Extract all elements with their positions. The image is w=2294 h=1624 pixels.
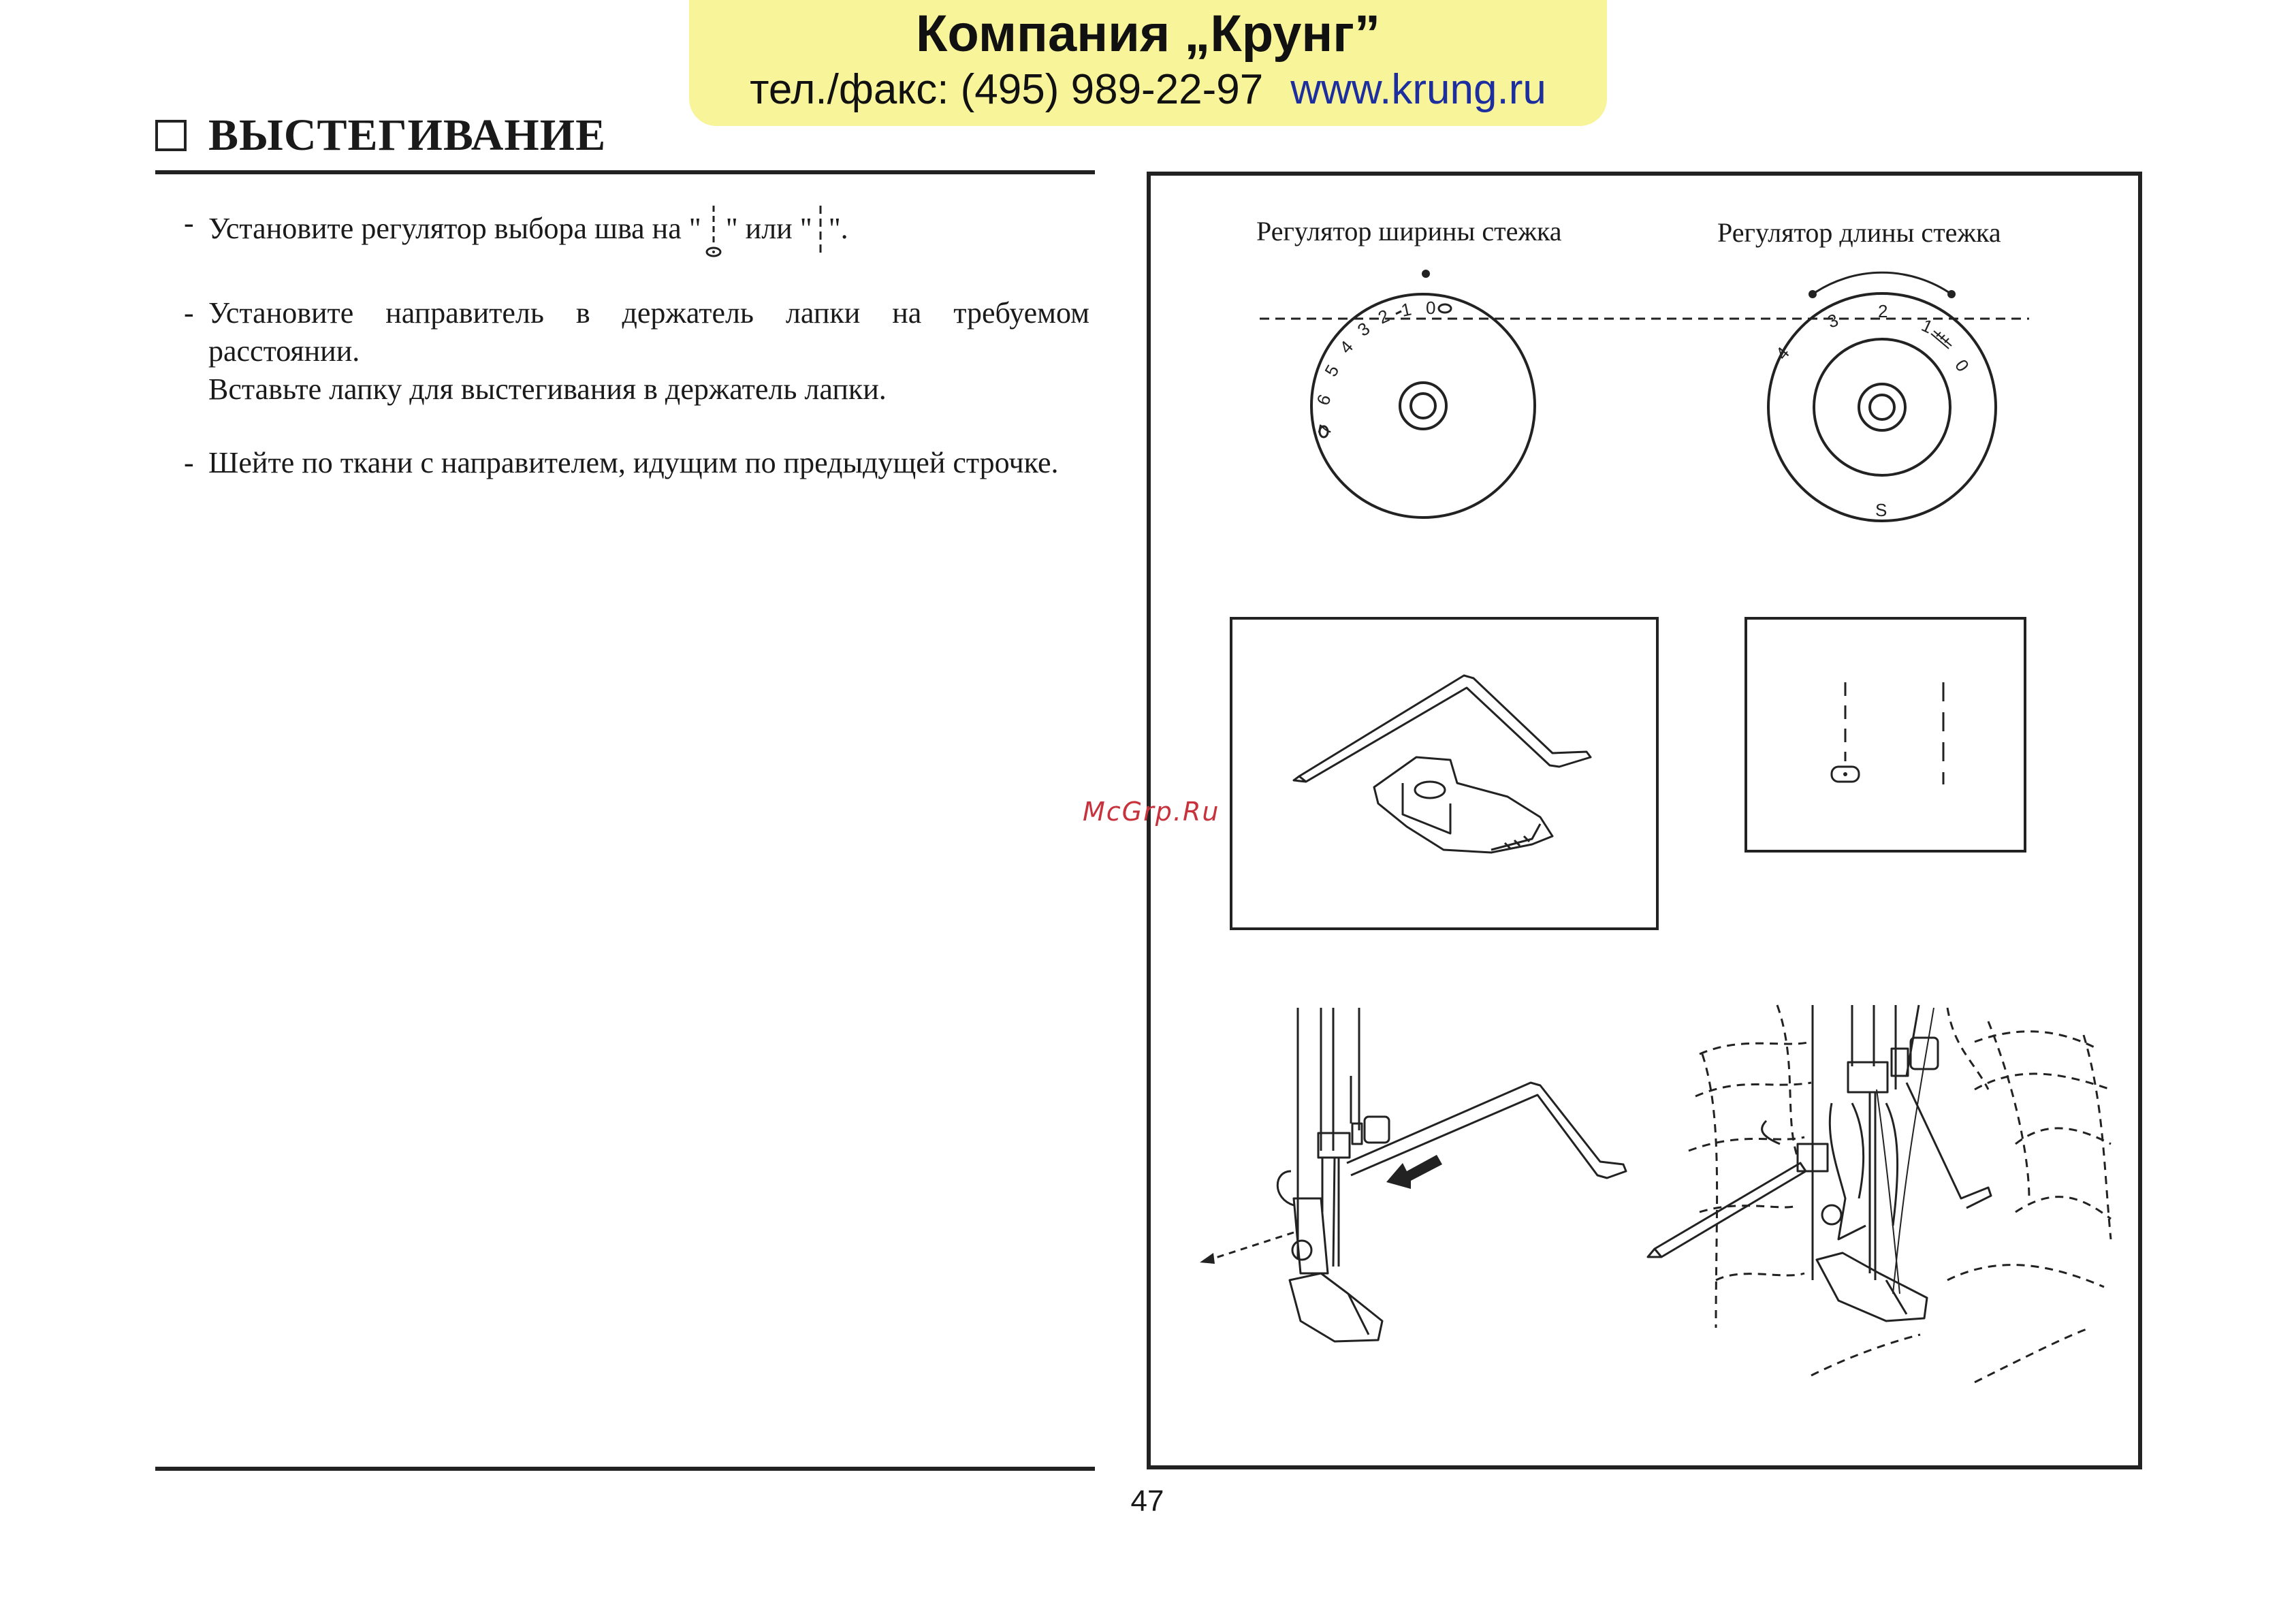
step-1-text-before: Установите регулятор выбора шва на " bbox=[208, 212, 701, 246]
figure-frame bbox=[1147, 172, 2142, 1469]
length-dial-bottom-mark: S bbox=[1875, 500, 1887, 520]
arrowhead-icon bbox=[1200, 1253, 1215, 1264]
bottom-rule bbox=[155, 1467, 1095, 1471]
accessories-box bbox=[1230, 617, 1659, 930]
dashed-sewing-direction-line bbox=[1205, 1231, 1294, 1262]
instructions: - Установите регулятор выбора шва на " "… bbox=[184, 204, 1089, 518]
quilting-foot-illustration bbox=[1646, 1004, 1992, 1322]
stitch-pattern-symbols bbox=[1830, 682, 1945, 784]
dial-indicator-dot bbox=[1422, 270, 1430, 278]
presser-foot-with-guide-illustration bbox=[1276, 1008, 1627, 1343]
stitch-with-bartack-icon bbox=[705, 206, 722, 257]
step-dash: - bbox=[184, 446, 194, 479]
stitch-length-dial: 4 3 2 1 0 S bbox=[1767, 271, 1997, 522]
width-dial-number: 0 bbox=[1426, 298, 1435, 318]
company-contacts: тел./факс: (495) 989-22-97 www.krung.ru bbox=[689, 65, 1607, 114]
section-title: ВЫСТЕГИВАНИЕ bbox=[208, 110, 607, 160]
step-1-text-after: ". bbox=[828, 212, 848, 246]
company-name: Компания „Крунг” bbox=[916, 5, 1380, 63]
step-dash: - bbox=[184, 206, 194, 240]
top-rule bbox=[155, 170, 1095, 174]
company-website: www.krung.ru bbox=[1290, 66, 1546, 113]
step-dash: - bbox=[184, 296, 194, 330]
width-dial-number: 2 bbox=[1375, 305, 1392, 328]
width-dial-number: 7 bbox=[1314, 423, 1336, 436]
width-dial-number: 1 bbox=[1399, 299, 1413, 321]
guide-bar-and-foot-illustration bbox=[1292, 674, 1592, 854]
step-1-text-middle: " или " bbox=[725, 212, 812, 246]
stitch-width-dial: 7 6 5 4 3 2 1 0 bbox=[1310, 270, 1536, 519]
step-2: - Установите направитель в держатель лап… bbox=[184, 294, 1089, 409]
length-dial-number: 3 bbox=[1825, 309, 1841, 332]
width-dial-number: 4 bbox=[1335, 336, 1357, 357]
company-banner: Компания „Крунг” тел./факс: (495) 989-22… bbox=[689, 0, 1607, 126]
length-dial-number: 4 bbox=[1772, 343, 1794, 363]
stitch-pattern-box bbox=[1745, 617, 2026, 853]
width-dial-number: 6 bbox=[1312, 392, 1335, 408]
width-dial-number: 3 bbox=[1354, 318, 1373, 340]
step-1: - Установите регулятор выбора шва на " "… bbox=[184, 204, 1089, 259]
step-3: - Шейте по ткани с направителем, идущим … bbox=[184, 444, 1089, 482]
length-dial-number: 0 bbox=[1951, 355, 1973, 375]
direction-arrow-icon bbox=[1386, 1155, 1442, 1189]
watermark: McGrp.Ru bbox=[1083, 797, 1220, 827]
quilting-grid bbox=[1688, 1004, 2112, 1384]
step-2-line-2: Вставьте лапку для выстегивания в держат… bbox=[208, 372, 887, 406]
step-3-text: Шейте по ткани с направителем, идущим по… bbox=[208, 446, 1059, 479]
section-heading: ВЫСТЕГИВАНИЕ bbox=[155, 110, 607, 160]
step-2-line-1: Установите направитель в держатель лапки… bbox=[208, 296, 1089, 368]
length-dial-label: Регулятор длины стежка bbox=[1717, 217, 2001, 248]
page-number: 47 bbox=[1130, 1484, 1164, 1518]
straight-stitch-icon bbox=[819, 206, 822, 256]
width-dial-number: 5 bbox=[1320, 361, 1343, 380]
checkbox-square-icon bbox=[155, 120, 187, 151]
length-dial-number: 2 bbox=[1878, 301, 1887, 321]
company-phone: тел./факс: (495) 989-22-97 bbox=[750, 66, 1264, 113]
width-dial-label: Регулятор ширины стежка bbox=[1256, 216, 1562, 246]
